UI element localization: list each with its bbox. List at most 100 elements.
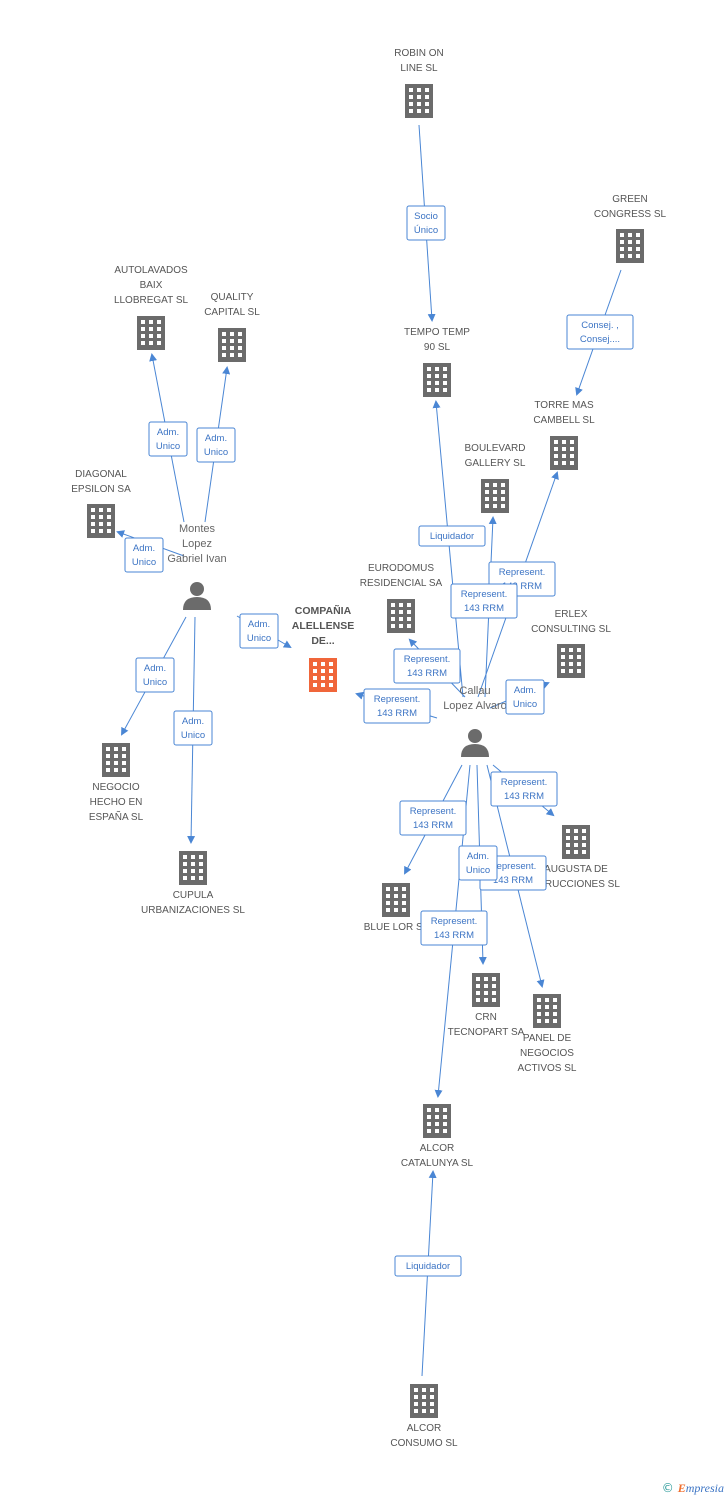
node-label: LINE SL — [400, 63, 438, 74]
edge-label-box — [505, 679, 545, 715]
node-label: GREEN — [612, 194, 648, 205]
e-green-torre-label[interactable]: Consej. ,Consej.... — [566, 314, 634, 350]
building-icon — [137, 316, 165, 350]
node-green[interactable]: GREEN CONGRESS SL — [594, 194, 667, 263]
edge-label-text: 143 RRM — [413, 820, 453, 831]
node-label: TEMPO TEMP — [404, 327, 470, 338]
building-icon — [616, 229, 644, 263]
edge-label-text: Represent. — [499, 567, 545, 578]
node-label: DIAGONAL — [75, 469, 127, 480]
edge-label-text: Adm. — [133, 543, 155, 554]
node-label: PANEL DE — [523, 1033, 572, 1044]
node-label: CONGRESS SL — [594, 209, 667, 220]
brand-name: mpresia — [685, 1481, 724, 1495]
node-label: NEGOCIOS — [520, 1048, 574, 1059]
node-label: STRUCCIONES SL — [532, 879, 620, 890]
edge-label-box — [458, 845, 498, 881]
node-label: DE... — [311, 635, 334, 647]
node-augusta[interactable]: AUGUSTA DE STRUCCIONES SL — [532, 825, 620, 890]
node-label: BLUE LOR SL — [364, 922, 429, 933]
node-label: Callau — [459, 685, 490, 697]
e-montes-cupula-label[interactable]: Adm.Unico — [173, 710, 213, 746]
edge-label-text: Adm. — [248, 619, 270, 630]
node-label: GALLERY SL — [465, 458, 526, 469]
node-label: URBANIZACIONES SL — [141, 905, 245, 916]
e-montes-quality-label[interactable]: Adm. Unico — [196, 427, 236, 463]
building-icon — [387, 599, 415, 633]
e-callau-eurodomus-label[interactable]: Represent.143 RRM — [393, 648, 461, 684]
edge-label-text: Adm. — [205, 433, 227, 444]
e-callau-augusta-label[interactable]: Represent.143 RRM — [490, 771, 558, 807]
building-icon — [557, 644, 585, 678]
edge-label-box — [450, 583, 518, 619]
edge-label-box — [418, 525, 486, 547]
footer-brand[interactable]: ©Empresia — [662, 1481, 724, 1496]
edge-label-text: Adm. — [144, 663, 166, 674]
node-label: Lopez — [182, 538, 212, 550]
node-label: ROBIN ON — [394, 48, 443, 59]
node-label: AUTOLAVADOS — [114, 265, 188, 276]
e-callau-bluelor-label[interactable]: Represent. 143 RRM — [399, 800, 467, 836]
edge-label-text: Represent. — [410, 806, 456, 817]
node-label: EURODOMUS — [368, 563, 434, 574]
node-bluelor[interactable]: BLUE LOR SL — [364, 883, 429, 933]
node-label: Gabriel Ivan — [167, 553, 226, 565]
e-alcorcon-alcorcat-label[interactable]: Liquidador — [394, 1255, 462, 1277]
e-callau-erlex-label[interactable]: Adm.Unico — [505, 679, 545, 715]
node-label: TORRE MAS — [534, 400, 594, 411]
node-diagonal[interactable]: DIAGONAL EPSILON SA — [71, 469, 131, 538]
edge-label-box — [148, 421, 188, 457]
node-label: CONSUMO SL — [390, 1438, 458, 1449]
e-callau-tempo-label[interactable]: Liquidador — [418, 525, 486, 547]
node-label: AUGUSTA DE — [544, 864, 608, 875]
node-label: TECNOPART SA — [448, 1027, 525, 1038]
edge-label-text: Represent. — [404, 654, 450, 665]
edge-label-box — [394, 1255, 462, 1277]
node-label: BAIX — [140, 280, 163, 291]
e-callau-main-label[interactable]: Represent.143 RRM — [363, 688, 431, 724]
e-callau-boulevard-label[interactable]: Represent.143 RRM — [450, 583, 518, 619]
e-montes-autolavados-label[interactable]: Adm.Unico — [148, 421, 188, 457]
building-icon — [550, 436, 578, 470]
e-montes-diagonal-label[interactable]: Adm.Unico — [124, 537, 164, 573]
building-icon — [405, 84, 433, 118]
e-callau-crn-label[interactable]: Adm.Unico — [458, 845, 498, 881]
edge-label-text: Unico — [204, 447, 228, 458]
node-robin[interactable]: ROBIN ON LINE SL — [394, 48, 444, 118]
edge-label-text: Unico — [156, 441, 180, 452]
node-label: CUPULA — [173, 890, 214, 901]
e-montes-main-label[interactable]: Adm.Unico — [239, 613, 279, 649]
edge-label-box — [420, 910, 488, 946]
node-label: EPSILON SA — [71, 484, 131, 495]
e-montes-negocio-label[interactable]: Adm.Unico — [135, 657, 175, 693]
edge-label-box — [173, 710, 213, 746]
node-label: ERLEX — [555, 609, 588, 620]
edge-label-text: Liquidador — [430, 531, 474, 542]
building-icon — [179, 851, 207, 885]
building-icon — [102, 743, 130, 777]
node-label: QUALITY — [211, 292, 254, 303]
edge-label-text: Consej.... — [580, 334, 620, 345]
node-main[interactable]: COMPAÑIAALELLENSEDE... — [292, 604, 354, 692]
edge-label-box — [239, 613, 279, 649]
person-icon — [461, 729, 489, 757]
edge-label-text: 143 RRM — [434, 930, 474, 941]
e-callau-alcorcat-label[interactable]: Represent.143 RRM — [420, 910, 488, 946]
node-cupula[interactable]: CUPULA URBANIZACIONES SL — [141, 851, 245, 916]
edge-label-box — [393, 648, 461, 684]
